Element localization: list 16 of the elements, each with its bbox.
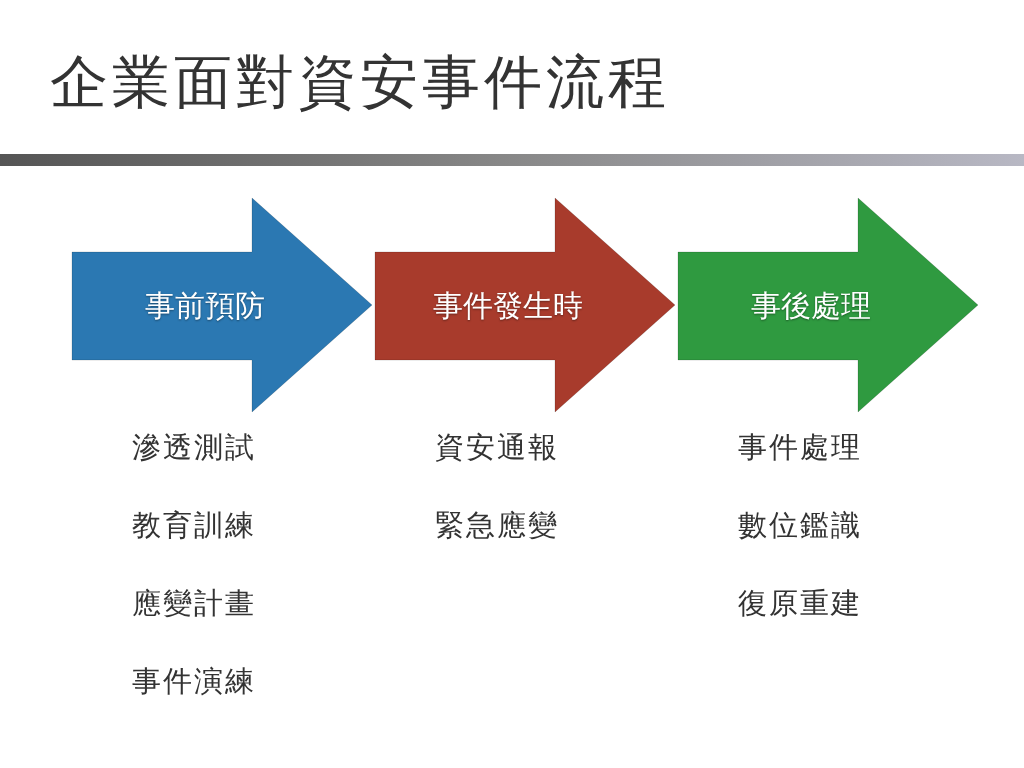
list-item: 復原重建 [738,585,862,622]
arrow-shape [72,198,372,412]
step-label: 事前預防 [145,286,265,325]
step-label: 事後處理 [751,286,871,325]
arrow-shape [375,198,675,412]
list-item: 資安通報 [435,429,559,466]
list-item: 應變計畫 [132,585,256,622]
title: 企業面對資安事件流程 [50,47,670,118]
list-item: 滲透測試 [132,429,256,466]
list-item: 教育訓練 [132,507,256,544]
step-label: 事件發生時 [433,286,583,325]
arrow-shape [678,198,978,412]
list-item: 緊急應變 [435,507,559,544]
list-item: 事件處理 [738,429,862,466]
list-item: 事件演練 [132,663,256,700]
list-item: 數位鑑識 [738,507,862,544]
